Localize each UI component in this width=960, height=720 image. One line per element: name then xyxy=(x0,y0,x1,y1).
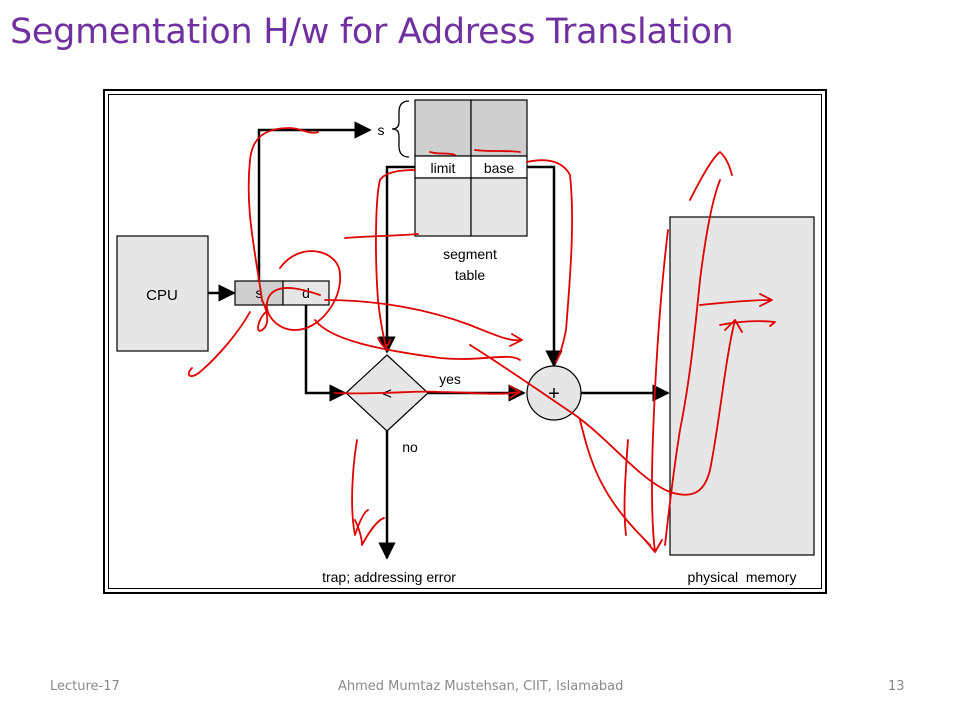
physical-memory-label: physical memory xyxy=(688,569,797,585)
segment-table-label-1: segment xyxy=(443,246,497,262)
segment-table-bottom-right xyxy=(470,177,528,237)
handwritten-annotations xyxy=(187,127,776,553)
s-brace-label: s xyxy=(378,122,385,138)
yes-label: yes xyxy=(439,371,461,387)
cpu-box xyxy=(116,235,209,352)
footer-lecture: Lecture-17 xyxy=(50,679,120,694)
footer-page-number: 13 xyxy=(888,679,905,694)
limit-to-compare-arrow xyxy=(378,165,415,354)
limit-label: limit xyxy=(431,160,456,176)
segment-table-label-2: table xyxy=(455,267,486,283)
d-field-label: d xyxy=(302,285,310,301)
base-to-adder-arrow xyxy=(527,165,563,368)
d-field-box xyxy=(282,280,330,306)
segment-table-top-right xyxy=(470,99,528,157)
slide-title: Segmentation H/w for Address Translation xyxy=(10,12,734,52)
adder-symbol: + xyxy=(548,383,560,405)
segment-brace xyxy=(391,100,410,158)
s-field-label: s xyxy=(256,285,263,301)
s-to-table-arrow xyxy=(257,121,372,281)
base-label: base xyxy=(484,160,515,176)
d-to-compare-arrow xyxy=(304,305,347,402)
diagram-inner-frame xyxy=(108,94,822,589)
segment-table-top-left xyxy=(414,99,472,157)
segment-table-bottom-left xyxy=(414,177,472,237)
footer-author: Ahmed Mumtaz Mustehsan, CIIT, Islamabad xyxy=(338,679,624,694)
physical-memory-box xyxy=(669,216,815,556)
no-label: no xyxy=(402,439,418,455)
diagram-frame xyxy=(103,89,827,594)
cpu-label: CPU xyxy=(146,287,178,304)
trap-label: trap; addressing error xyxy=(322,569,456,585)
